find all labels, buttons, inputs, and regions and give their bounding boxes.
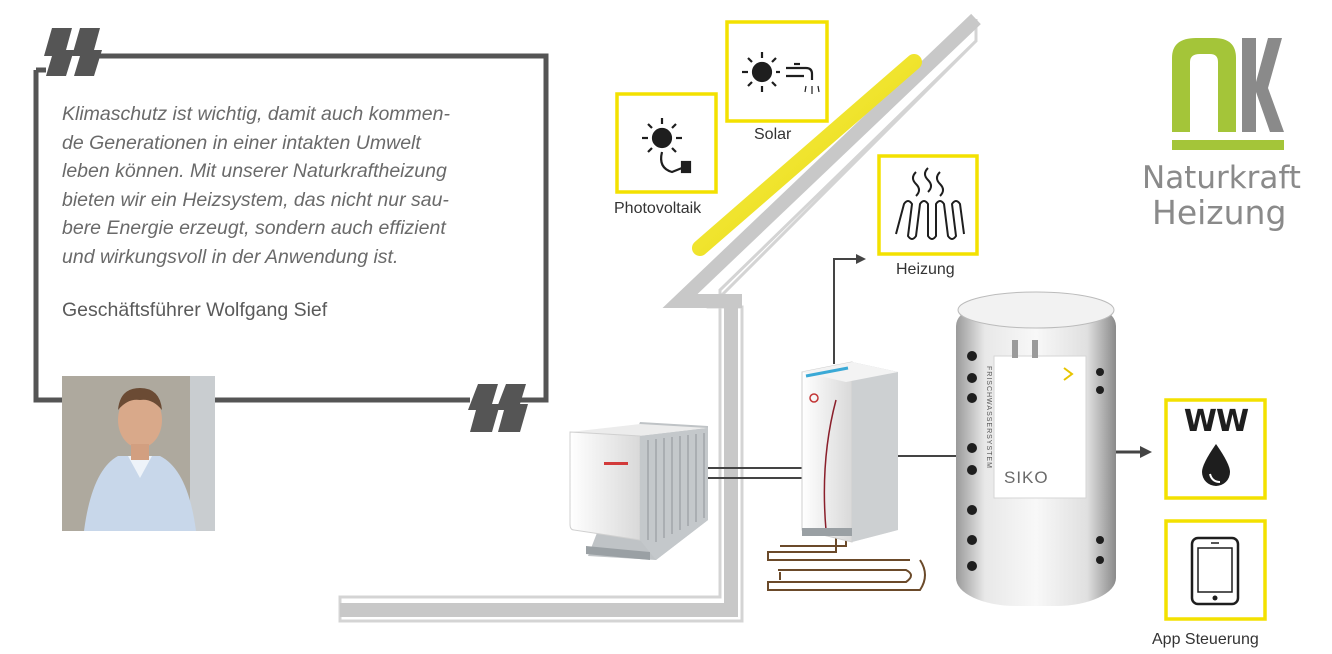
sun-plug-icon — [642, 118, 692, 174]
connection-lines — [708, 254, 1152, 479]
photovoltaik-icon-box — [615, 92, 718, 194]
tablet-icon — [1190, 536, 1240, 606]
warmwasser-icon-box — [1164, 398, 1267, 500]
outdoor-heat-pump — [569, 422, 708, 560]
floor-heating-icon — [895, 167, 965, 240]
solar-label: Solar — [754, 126, 792, 143]
quote-text: Klimaschutz ist wichtig, damit auch komm… — [62, 100, 530, 272]
quote-line: bere Energie erzeugt, sondern auch effiz… — [62, 217, 446, 240]
tank-side-text: FRISCHWASSERSYSTEM — [985, 366, 992, 469]
warmwasser-label: WW — [1183, 404, 1249, 439]
opening-quote-icon — [44, 28, 102, 76]
quote-line: de Generationen in einer intakten Umwelt — [62, 131, 421, 154]
heizung-label: Heizung — [896, 261, 955, 278]
naturkraft-logo — [1172, 38, 1284, 150]
brand-line-1: Naturkraft — [1142, 160, 1301, 196]
quote-frame — [33, 53, 549, 403]
photovoltaik-label: Photovoltaik — [614, 200, 702, 217]
storage-tank — [956, 291, 1116, 606]
water-drop-icon — [1202, 444, 1230, 486]
closing-quote-icon — [468, 384, 528, 432]
indoor-heat-pump — [801, 361, 898, 543]
quote-line: Klimaschutz ist wichtig, damit auch komm… — [62, 103, 450, 125]
heizung-icon-box — [877, 154, 979, 256]
tank-brand: SIKO — [1004, 468, 1049, 487]
sun-water-tap-icon — [742, 52, 820, 94]
quote-line: leben können. Mit unserer Naturkraftheiz… — [62, 160, 447, 183]
brand-line-2: Heizung — [1152, 193, 1287, 232]
quote-author: Geschäftsführer Wolfgang Sief — [62, 299, 328, 321]
app-steuerung-label: App Steuerung — [1152, 631, 1259, 648]
quote-line: und wirkungsvoll in der Anwendung ist. — [62, 245, 399, 268]
quote-line: bieten wir ein Heizsystem, das nicht nur… — [62, 188, 449, 211]
solar-panel — [692, 54, 922, 256]
portrait-photo — [62, 376, 215, 531]
app-icon-box — [1164, 519, 1267, 621]
floor-heating-pipes — [767, 536, 926, 591]
solar-icon-box — [725, 20, 829, 123]
